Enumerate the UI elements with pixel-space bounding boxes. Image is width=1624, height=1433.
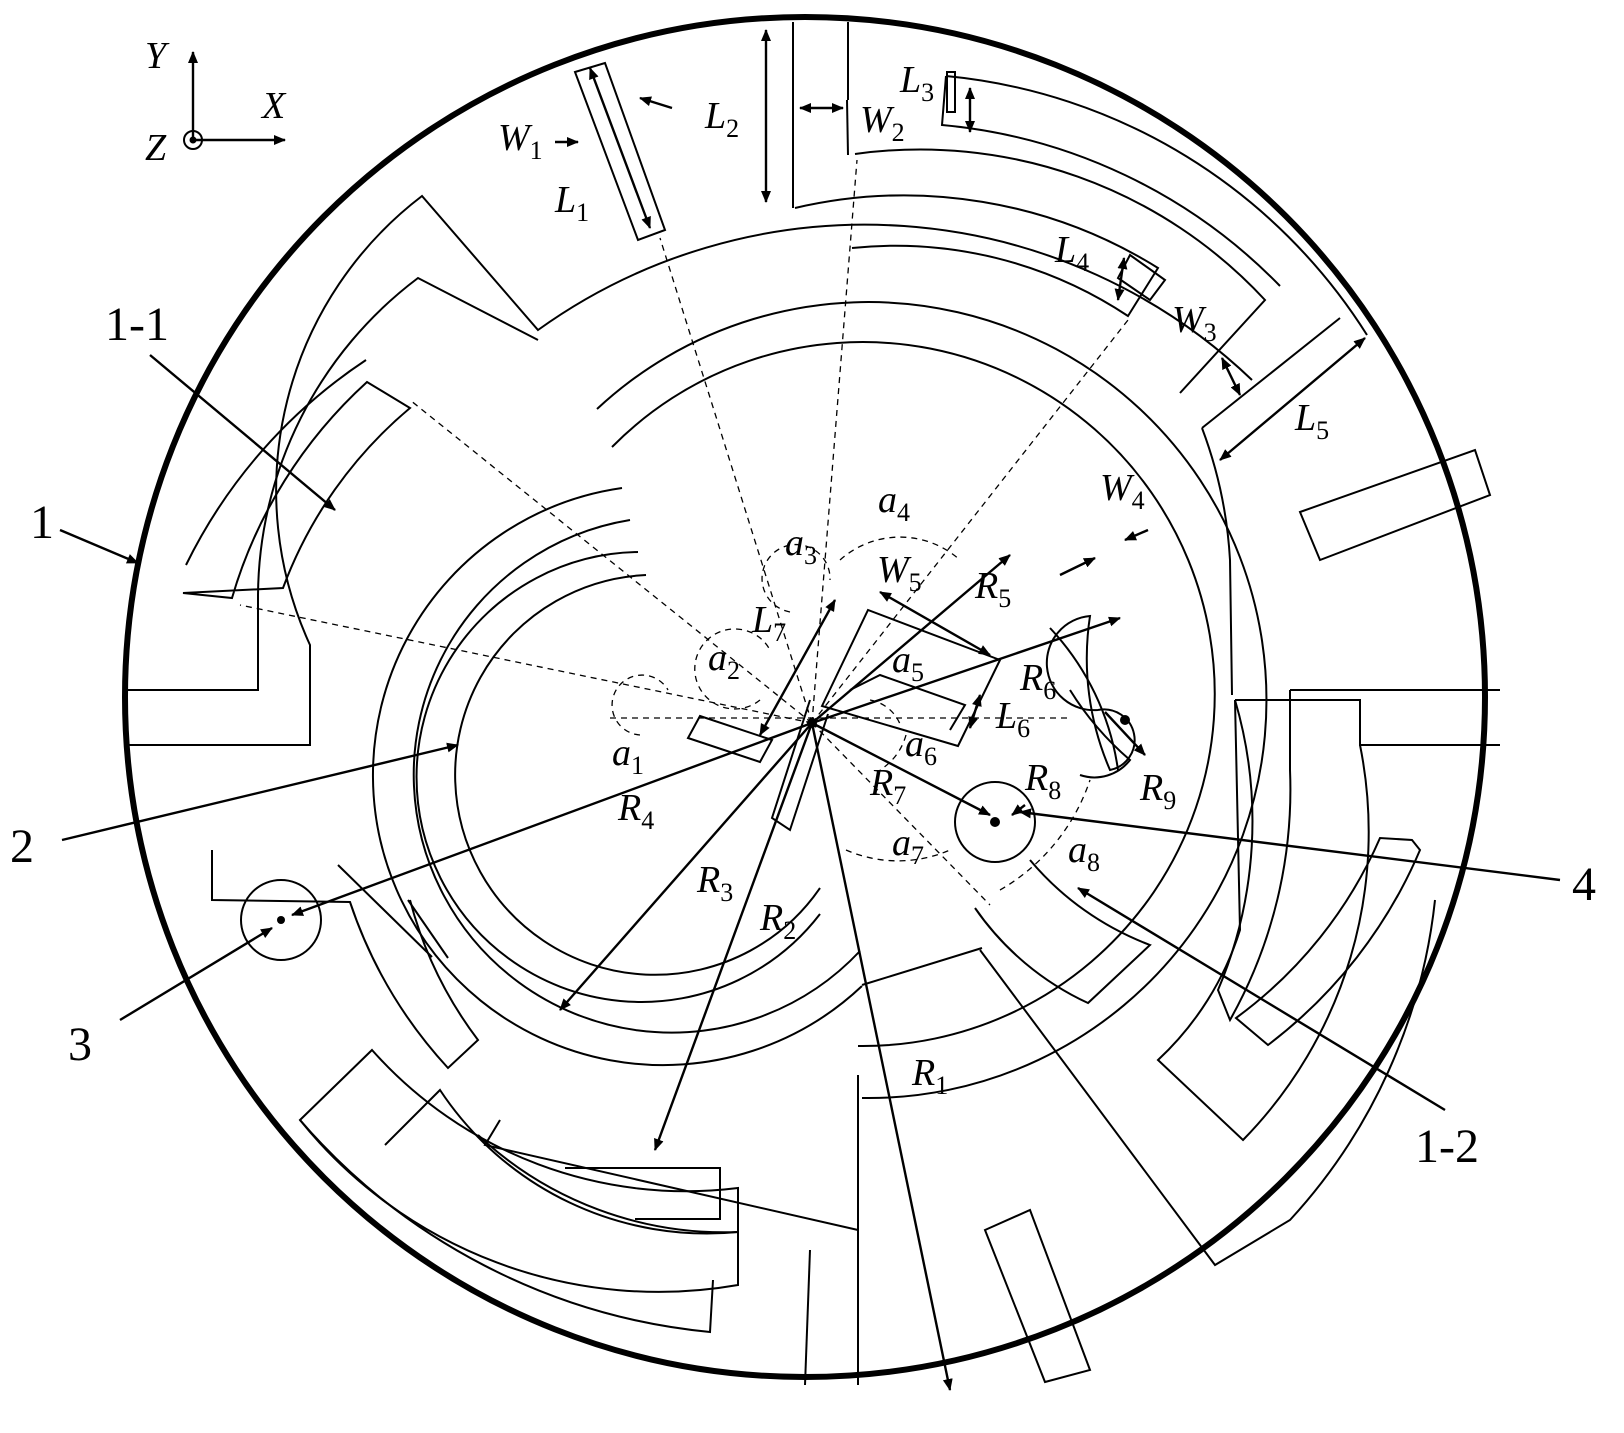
dim-label-r4: R4	[617, 787, 654, 835]
callout-leaders	[59, 354, 1561, 1112]
dim-label-w1: W1	[498, 117, 543, 165]
dim-label-a2: a2	[708, 637, 740, 685]
dim-label-a7: a7	[892, 822, 924, 870]
dim-label-l4: L4	[1054, 229, 1089, 277]
callout-1: 1	[30, 496, 54, 549]
dim-label-w2: W2	[860, 99, 905, 147]
dim-label-l3: L3	[899, 59, 934, 107]
dim-label-r2: R2	[759, 897, 796, 945]
dim-label-l1: L1	[554, 179, 589, 227]
coordinate-axes: Y X Z	[145, 35, 287, 169]
dim-label-l6: L6	[995, 695, 1030, 743]
dim-label-a6: a6	[905, 723, 937, 771]
feed-structure	[686, 608, 1136, 832]
substrate-outline	[122, 14, 1488, 1380]
callout-2: 2	[10, 820, 34, 873]
callout-4: 4	[1572, 858, 1596, 911]
dim-label-l7: L7	[751, 599, 786, 647]
construction-lines	[239, 159, 1129, 906]
hole-4	[954, 781, 1036, 863]
dim-label-r1: R1	[911, 1052, 948, 1100]
dim-label-r9: R9	[1139, 767, 1176, 815]
axis-x-label: X	[260, 85, 287, 127]
dim-label-a5: a5	[892, 639, 924, 687]
dim-label-w5: W5	[877, 549, 922, 597]
hole-3	[240, 879, 322, 961]
dim-label-r8: R8	[1024, 757, 1061, 805]
dim-label-a3: a3	[785, 522, 817, 570]
dim-label-l5: L5	[1294, 397, 1329, 445]
holes	[240, 715, 1130, 961]
dimension-arrows	[291, 29, 1366, 1391]
dim-label-a4: a4	[878, 479, 910, 527]
axis-z-label: Z	[145, 127, 167, 169]
meander-radiator-lower	[211, 850, 1436, 1386]
dim-label-a8: a8	[1068, 829, 1100, 877]
dim-label-l2: L2	[704, 95, 739, 143]
dim-label-r6: R6	[1019, 657, 1056, 705]
dim-label-w3: W3	[1172, 299, 1217, 347]
dim-label-a1: a1	[612, 732, 644, 780]
ring-arcs	[371, 301, 1268, 1100]
axis-y-label: Y	[145, 35, 170, 77]
callout-labels: 1 1-1 2 3 4 1-2	[10, 298, 1596, 1173]
dim-label-r3: R3	[696, 859, 733, 907]
meander-radiator-outer	[128, 22, 1500, 1220]
callout-3: 3	[68, 1018, 92, 1071]
dim-label-w4: W4	[1100, 467, 1145, 515]
dim-label-r5: R5	[974, 565, 1011, 613]
callout-1-2: 1-2	[1415, 1120, 1479, 1173]
callout-1-1: 1-1	[105, 298, 169, 351]
dim-label-r7: R7	[869, 762, 906, 810]
